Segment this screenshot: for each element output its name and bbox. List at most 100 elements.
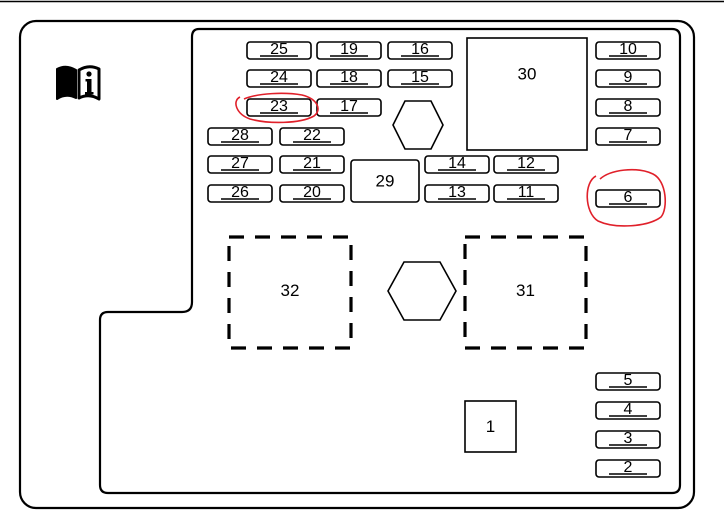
fuse-slot bbox=[387, 41, 453, 60]
fuse-label: 16 bbox=[411, 41, 429, 58]
fuse-3: 3 bbox=[595, 430, 661, 449]
fuse-slot bbox=[424, 184, 490, 203]
dashed-block-31: 31 bbox=[463, 235, 588, 350]
fuse-label: 13 bbox=[448, 184, 466, 201]
fuse-label: 2 bbox=[624, 459, 633, 476]
outer-frame bbox=[18, 19, 696, 510]
fuse-2: 2 bbox=[595, 459, 661, 478]
fuse-slot bbox=[279, 184, 345, 203]
fuse-slot bbox=[595, 98, 661, 117]
fuse-slot bbox=[595, 127, 661, 146]
relay-label: 29 bbox=[376, 172, 395, 191]
manual-info-icon bbox=[56, 65, 101, 101]
fuse-slot bbox=[279, 127, 345, 146]
dashed-outline bbox=[227, 235, 353, 350]
fuse-7: 7 bbox=[595, 127, 661, 146]
fuse-label: 9 bbox=[624, 69, 633, 86]
fuse-slot bbox=[246, 69, 312, 88]
mounting-stud-lower bbox=[387, 261, 457, 321]
fuse-12: 12 bbox=[493, 155, 559, 174]
fuse-slot bbox=[595, 189, 661, 208]
dashed-blocks-layer: 32 31 bbox=[227, 235, 588, 350]
fuse-label: 28 bbox=[231, 127, 249, 144]
fuse-slot bbox=[595, 372, 661, 391]
fuse-slot bbox=[207, 184, 273, 203]
fuse-19: 19 bbox=[316, 41, 382, 60]
fuse-label: 4 bbox=[624, 401, 633, 418]
fuse-label: 14 bbox=[448, 155, 466, 172]
fuse-panel-outline bbox=[98, 27, 682, 495]
fuse-10: 10 bbox=[595, 41, 661, 60]
annotation-marks-layer bbox=[235, 92, 667, 227]
fuse-slot bbox=[207, 127, 273, 146]
fuse-label: 8 bbox=[624, 98, 633, 115]
fuse-label: 20 bbox=[303, 184, 321, 201]
fuse-slot bbox=[595, 459, 661, 478]
fuse-5: 5 bbox=[595, 372, 661, 391]
fuse-21: 21 bbox=[279, 155, 345, 174]
fuse-28: 28 bbox=[207, 127, 273, 146]
relay-box bbox=[464, 400, 517, 453]
fuse-24: 24 bbox=[246, 69, 312, 88]
fuse-label: 24 bbox=[270, 69, 288, 86]
fuse-slot bbox=[246, 41, 312, 60]
fuse-slot bbox=[246, 98, 312, 117]
fuse-9: 9 bbox=[595, 69, 661, 88]
mounting-stud-upper bbox=[392, 100, 444, 150]
fuse-label: 6 bbox=[624, 189, 633, 206]
fuse-label: 12 bbox=[517, 155, 535, 172]
fuse-6: 6 bbox=[595, 189, 661, 208]
fuse-label: 15 bbox=[411, 69, 429, 86]
fuse-slot bbox=[493, 155, 559, 174]
fuse-slot bbox=[316, 69, 382, 88]
relay-1: 1 bbox=[464, 400, 517, 453]
relay-label: 30 bbox=[518, 65, 537, 84]
fuse-label: 11 bbox=[518, 184, 535, 201]
fuse-slot bbox=[316, 98, 382, 117]
dashed-outline bbox=[463, 235, 588, 350]
fuse-label: 23 bbox=[270, 98, 288, 115]
fuse-22: 22 bbox=[279, 127, 345, 146]
fuse-slot bbox=[595, 41, 661, 60]
relay-30: 30 bbox=[466, 37, 588, 151]
fuse-25: 25 bbox=[246, 41, 312, 60]
fuse-label: 19 bbox=[340, 41, 358, 58]
fuse-slot bbox=[493, 184, 559, 203]
fuse-label: 22 bbox=[303, 127, 321, 144]
dashed-block-32: 32 bbox=[227, 235, 353, 350]
fuse-slot bbox=[207, 155, 273, 174]
fuse-label: 27 bbox=[231, 155, 249, 172]
fuse-4: 4 bbox=[595, 401, 661, 420]
fuse-label: 7 bbox=[624, 127, 633, 144]
relay-29: 29 bbox=[350, 159, 420, 203]
fuse-11: 11 bbox=[493, 184, 559, 203]
fuse-slot bbox=[279, 155, 345, 174]
fuse-label: 18 bbox=[340, 69, 358, 86]
fuse-slot bbox=[595, 430, 661, 449]
relays-layer: 30 29 1 bbox=[350, 37, 588, 453]
fuse-13: 13 bbox=[424, 184, 490, 203]
fuse-label: 17 bbox=[340, 98, 358, 115]
relay-label: 1 bbox=[486, 417, 495, 436]
fuse-14: 14 bbox=[424, 155, 490, 174]
fuse-20: 20 bbox=[279, 184, 345, 203]
fuse-label: 10 bbox=[619, 41, 637, 58]
circle-mark-fuse-6 bbox=[586, 168, 667, 227]
relay-box bbox=[350, 159, 420, 203]
fuse-label: 3 bbox=[624, 430, 633, 447]
fuse-label: 26 bbox=[231, 184, 249, 201]
fuse-26: 26 bbox=[207, 184, 273, 203]
dashed-block-label: 32 bbox=[281, 281, 300, 300]
fuse-23: 23 bbox=[246, 98, 312, 117]
fuse-27: 27 bbox=[207, 155, 273, 174]
fuse-8: 8 bbox=[595, 98, 661, 117]
fuse-16: 16 bbox=[387, 41, 453, 60]
fuse-18: 18 bbox=[316, 69, 382, 88]
fuse-slot bbox=[595, 69, 661, 88]
fuse-15: 15 bbox=[387, 69, 453, 88]
fuse-slot bbox=[316, 41, 382, 60]
fuse-label: 5 bbox=[624, 372, 633, 389]
relay-box bbox=[466, 37, 588, 151]
